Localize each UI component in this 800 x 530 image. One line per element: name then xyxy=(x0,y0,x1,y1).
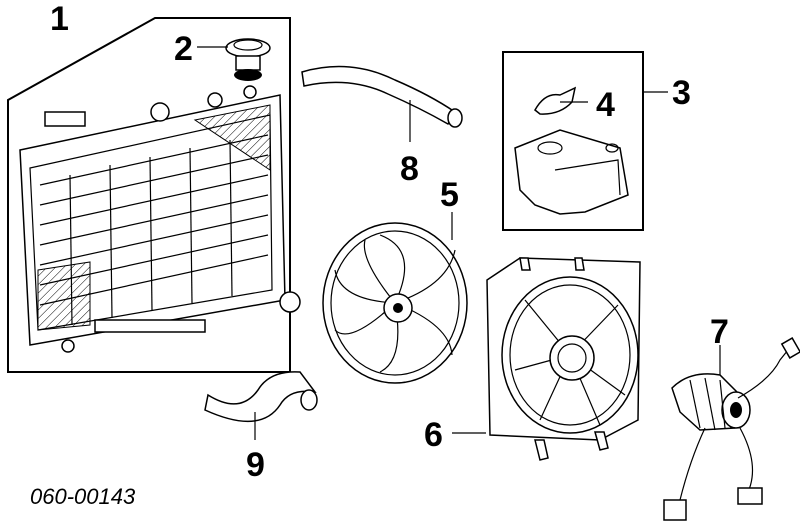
callout-7: 7 xyxy=(710,313,729,351)
callout-4: 4 xyxy=(596,86,615,124)
radiator-cap xyxy=(225,38,271,81)
lower-hose xyxy=(204,371,318,440)
callout-1: 1 xyxy=(50,0,69,38)
drawing-code: 060-00143 xyxy=(30,484,136,509)
radiator xyxy=(19,85,301,353)
callout-3: 3 xyxy=(672,74,691,112)
radiator-group xyxy=(7,17,301,373)
radiator-box-outline xyxy=(7,17,291,373)
reserve-tank xyxy=(514,129,629,215)
callout-5: 5 xyxy=(440,176,459,214)
fan-motor xyxy=(663,337,800,521)
reserve-tank-box-outline xyxy=(502,51,644,231)
reserve-tank-group xyxy=(502,51,668,231)
callout-2: 2 xyxy=(174,30,193,68)
tank-cap xyxy=(534,86,588,115)
callout-8: 8 xyxy=(400,150,419,188)
fan-shroud xyxy=(452,257,641,461)
callout-9: 9 xyxy=(246,446,265,484)
fan-blade xyxy=(322,212,468,384)
callout-6: 6 xyxy=(424,416,443,454)
upper-hose xyxy=(301,65,463,142)
